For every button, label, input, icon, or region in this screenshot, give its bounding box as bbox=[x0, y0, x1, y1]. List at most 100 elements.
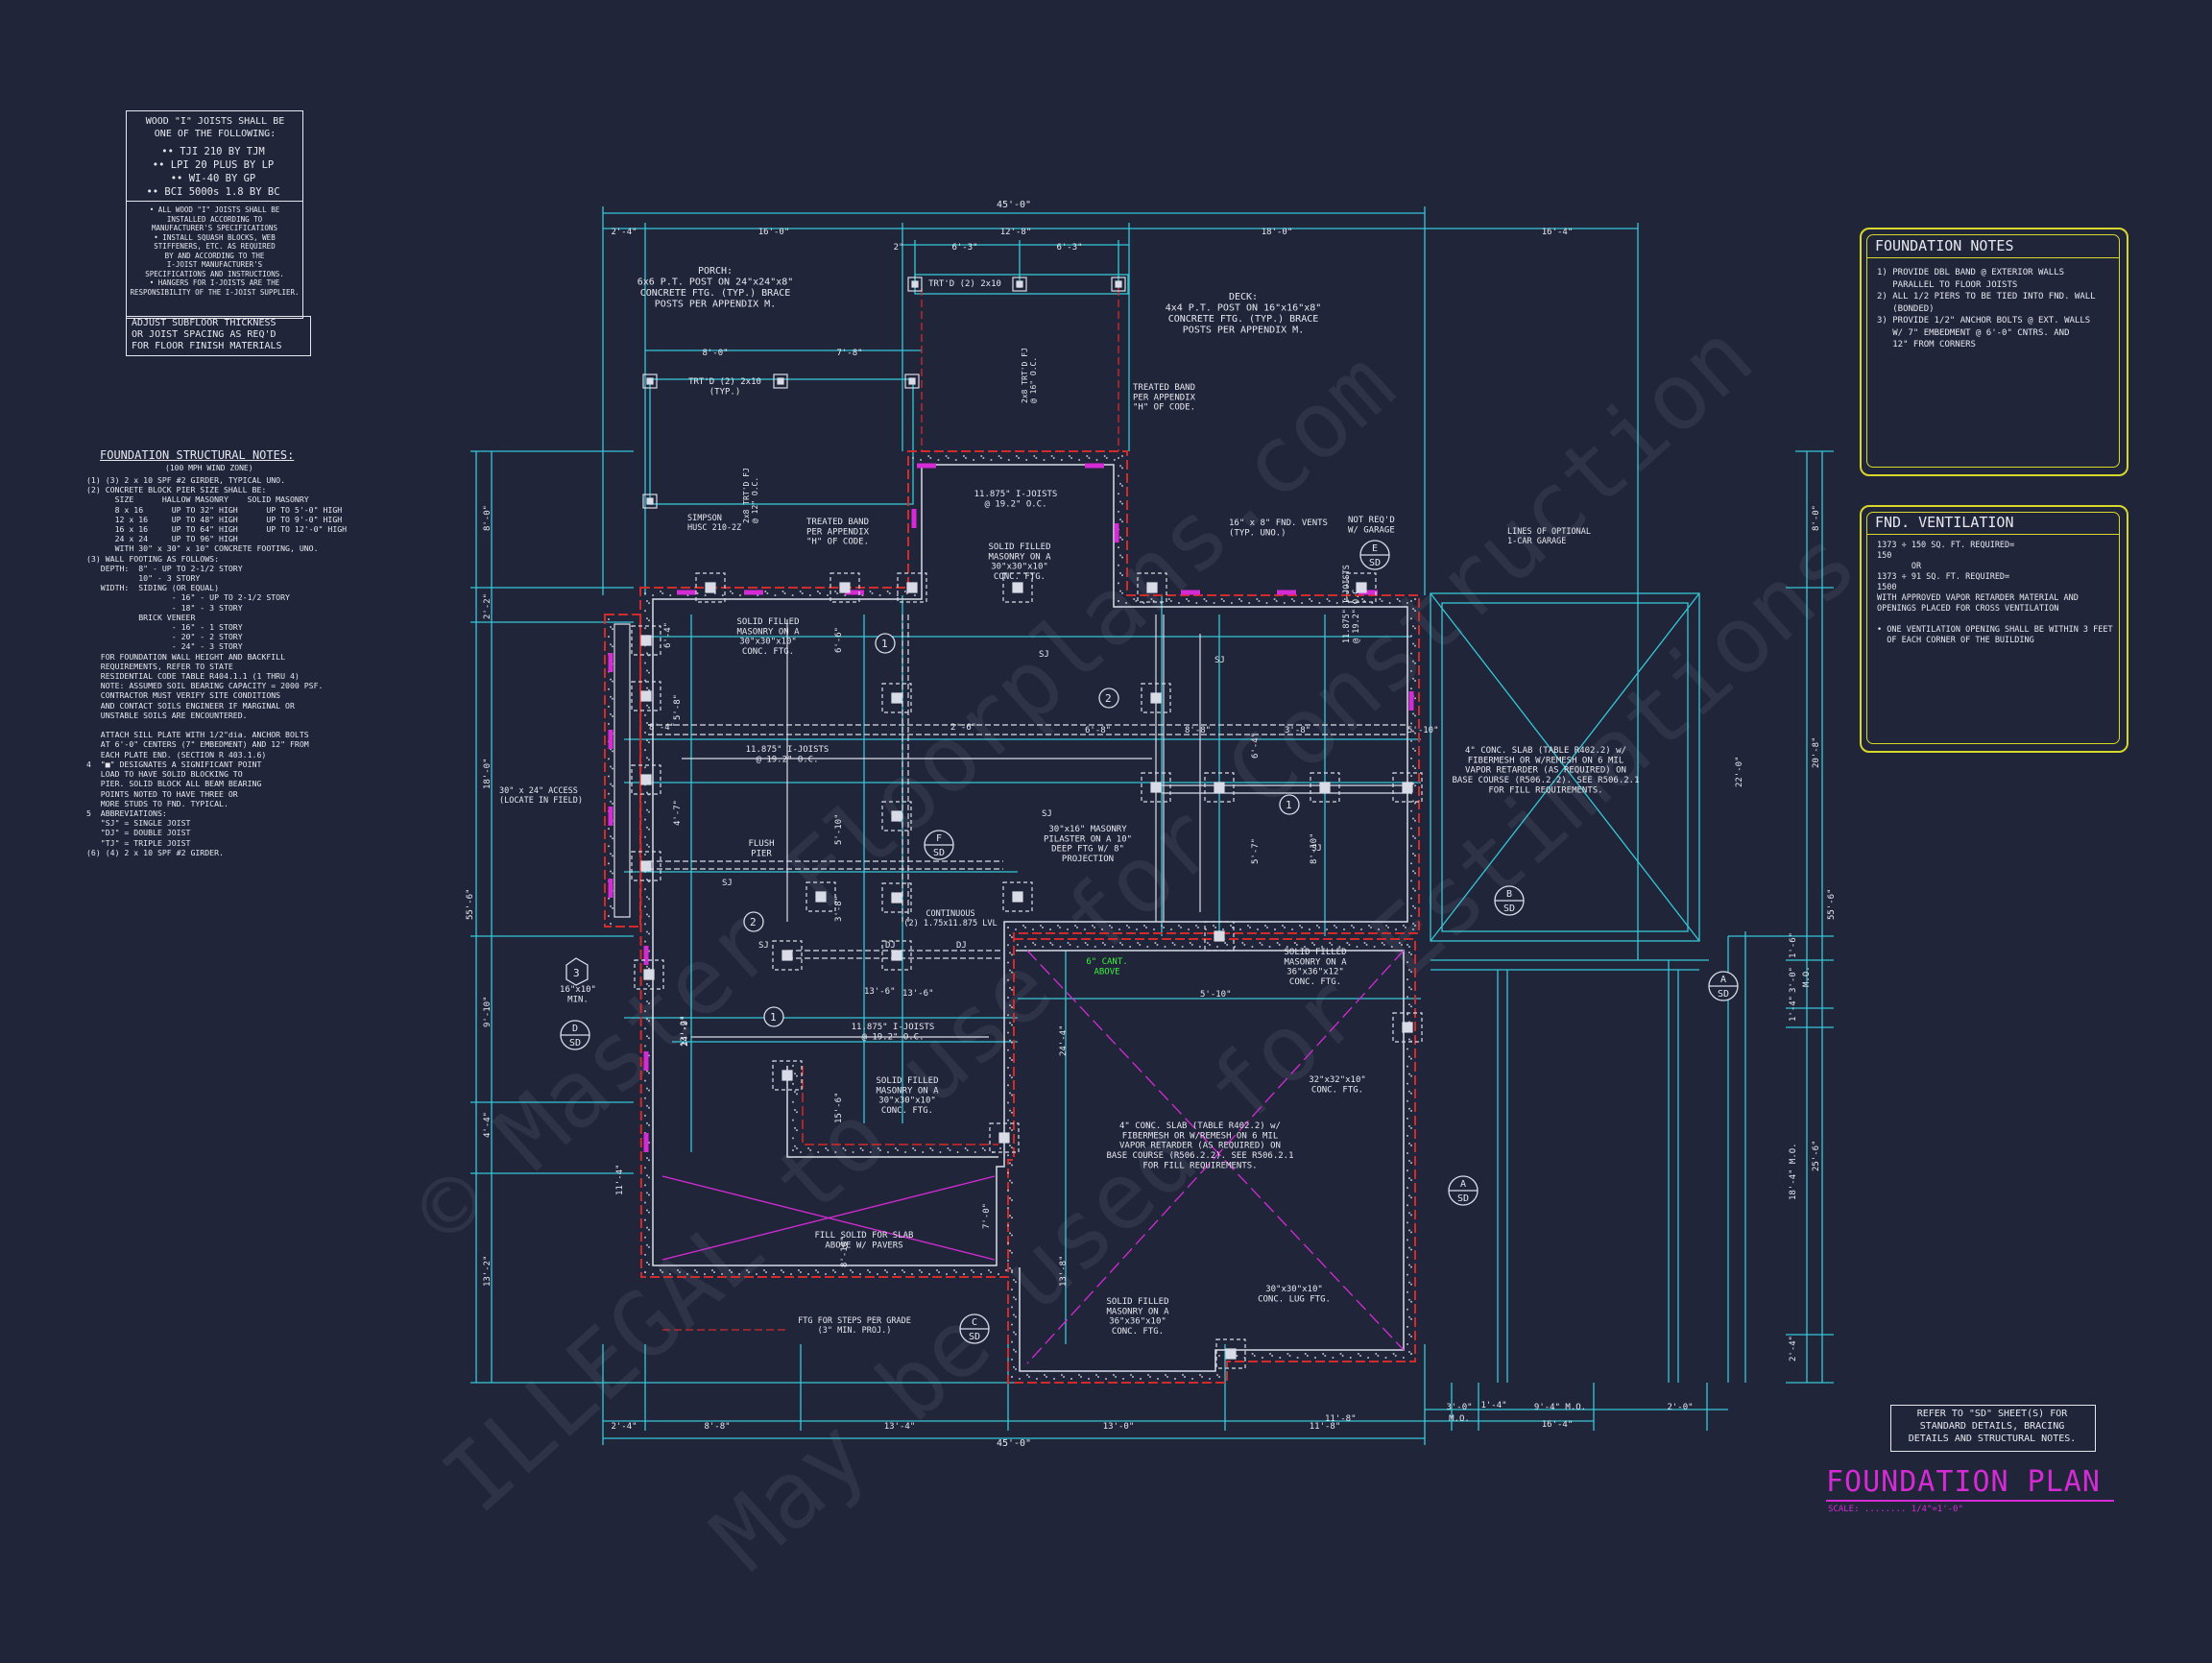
masonry-dot bbox=[1011, 1164, 1013, 1167]
masonry-dot bbox=[1407, 1048, 1408, 1050]
label-ijoist-top: 11.875" I-JOISTS@ 19.2" O.C. bbox=[974, 490, 1058, 509]
pier-block bbox=[1146, 582, 1158, 593]
masonry-dot bbox=[966, 1149, 969, 1151]
masonry-dot bbox=[1259, 942, 1262, 944]
masonry-dot bbox=[608, 914, 610, 917]
masonry-dot bbox=[1154, 942, 1157, 944]
masonry-dot bbox=[660, 590, 662, 592]
masonry-dot bbox=[792, 1119, 794, 1121]
masonry-dot bbox=[1011, 1076, 1013, 1079]
masonry-dot bbox=[644, 732, 646, 735]
masonry-dot bbox=[1230, 925, 1232, 927]
masonry-dot bbox=[1410, 897, 1412, 900]
pier-block bbox=[998, 1132, 1010, 1144]
dim-left-segments-1: 2'-2" bbox=[483, 593, 493, 619]
masonry-dot bbox=[1145, 927, 1147, 928]
masonry-dot bbox=[1354, 602, 1356, 604]
masonry-dot bbox=[644, 1097, 646, 1099]
dim-right-segments-7: 18'-4" M.O. bbox=[1789, 1143, 1798, 1200]
masonry-dot bbox=[1105, 1378, 1107, 1380]
post bbox=[646, 497, 654, 505]
masonry-dot bbox=[648, 1002, 650, 1005]
masonry-dot bbox=[817, 1151, 820, 1153]
masonry-dot bbox=[799, 590, 802, 592]
masonry-dot bbox=[644, 801, 646, 804]
dim-bottom-right-1: 1'-4" bbox=[1480, 1401, 1506, 1410]
dim-inner: 6'-6" bbox=[834, 627, 844, 653]
magenta-diagonals bbox=[661, 288, 1405, 1364]
masonry-dot bbox=[794, 1073, 796, 1075]
masonry-dot bbox=[1015, 1281, 1017, 1284]
masonry-dot bbox=[1414, 784, 1416, 787]
pier-footing bbox=[631, 764, 661, 795]
masonry-dot bbox=[1119, 942, 1122, 944]
pier-footing bbox=[1141, 683, 1171, 713]
masonry-dot bbox=[980, 455, 983, 457]
masonry-dot bbox=[648, 1193, 650, 1196]
masonry-dot bbox=[1009, 1215, 1011, 1217]
masonry-dot bbox=[1363, 942, 1366, 944]
masonry-dot bbox=[953, 1269, 955, 1271]
masonry-dot bbox=[612, 714, 613, 717]
masonry-dot bbox=[646, 652, 648, 655]
masonry-dot bbox=[1414, 855, 1416, 857]
masonry-dot bbox=[815, 1269, 817, 1271]
masonry-dot bbox=[920, 459, 923, 461]
masonry-dot bbox=[729, 1269, 731, 1271]
post-footing bbox=[1111, 277, 1126, 292]
label-ftg-32: 32"x32"x10"CONC. FTG. bbox=[1309, 1075, 1366, 1095]
masonry-dot bbox=[800, 1271, 802, 1273]
masonry-dot bbox=[610, 765, 612, 768]
masonry-dot bbox=[1094, 927, 1095, 928]
masonry-dot bbox=[1407, 1256, 1408, 1259]
callout-4: 2 bbox=[750, 916, 757, 928]
masonry-dot bbox=[1251, 1353, 1254, 1355]
masonry-dot bbox=[914, 1149, 917, 1151]
masonry-dot bbox=[1407, 944, 1408, 946]
masonry-dot bbox=[648, 688, 650, 691]
masonry-dot bbox=[644, 1253, 646, 1256]
dim-left-overall: 55'-6" bbox=[466, 888, 475, 920]
masonry-dot bbox=[1414, 598, 1416, 600]
dim-right-segments-1: 20'-8" bbox=[1812, 736, 1821, 768]
masonry-dot bbox=[834, 1271, 836, 1273]
pier-footing bbox=[1346, 572, 1377, 603]
masonry-dot bbox=[834, 590, 837, 592]
pier-block bbox=[1012, 582, 1023, 593]
masonry-dot bbox=[1036, 1378, 1038, 1380]
masonry-dot bbox=[1412, 677, 1414, 680]
masonry-dot bbox=[1007, 961, 1009, 964]
masonry-dot bbox=[610, 835, 612, 838]
masonry-dot bbox=[1407, 996, 1408, 999]
dim-right-segments-9: M.O. bbox=[1802, 966, 1812, 987]
masonry-dot bbox=[610, 800, 612, 803]
masonry-dot bbox=[1407, 1065, 1408, 1068]
masonry-dot bbox=[746, 1269, 748, 1271]
masonry-dot bbox=[1009, 969, 1011, 972]
masonry-dot bbox=[1264, 925, 1266, 927]
masonry-dot bbox=[1396, 598, 1399, 600]
dim-bottom-right-0: 3'-0" bbox=[1446, 1403, 1472, 1412]
pier-footing bbox=[634, 959, 664, 990]
masonry-dot bbox=[696, 1271, 698, 1273]
masonry-dot bbox=[1410, 1005, 1412, 1008]
joist-mark-sj: SJ bbox=[1311, 844, 1322, 854]
masonry-dot bbox=[1414, 889, 1416, 892]
masonry-dot bbox=[1186, 598, 1189, 600]
masonry-dot bbox=[1410, 1179, 1412, 1182]
joist-note-options: •• TJI 210 BY TJM •• LPI 20 PLUS BY LP •… bbox=[146, 146, 280, 198]
label-trtd-vert1: 2x8 TRT'D FJ@ 16" O.C. bbox=[1021, 348, 1038, 403]
masonry-dot bbox=[886, 1151, 889, 1153]
masonry-dot bbox=[729, 590, 732, 592]
masonry-dot bbox=[1147, 1374, 1149, 1376]
masonry-dot bbox=[1346, 942, 1349, 944]
masonry-dot bbox=[1092, 925, 1094, 927]
masonry-dot bbox=[644, 627, 646, 630]
masonry-dot bbox=[669, 1273, 671, 1275]
masonry-dot bbox=[1326, 928, 1328, 930]
dim-inner: 2'-6" bbox=[950, 723, 976, 733]
masonry-dot bbox=[1150, 598, 1153, 600]
masonry-dot bbox=[1367, 1357, 1370, 1359]
pier-block bbox=[1214, 782, 1225, 793]
masonry-dot bbox=[1326, 598, 1329, 600]
